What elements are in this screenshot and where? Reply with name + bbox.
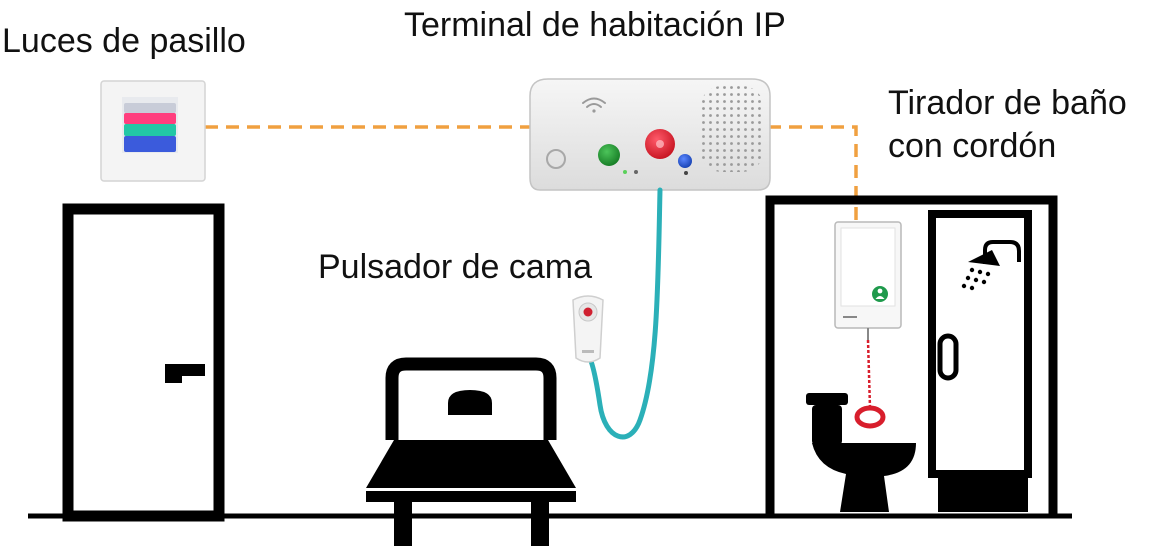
hallway-lights-label: Luces de pasillo xyxy=(2,22,246,60)
hallway-light-device xyxy=(100,80,206,182)
wifi-icon xyxy=(582,97,606,113)
toilet xyxy=(806,393,916,512)
cancel-button xyxy=(598,144,620,166)
door-handle xyxy=(165,364,205,383)
pull-cord-label: Tirador de baño con cordón xyxy=(888,82,1127,167)
person-icon xyxy=(872,286,888,302)
speaker-grille xyxy=(700,86,764,172)
bed-leg-right xyxy=(531,502,549,546)
shower-icon xyxy=(961,240,1021,291)
bathroom-wall xyxy=(765,195,1058,516)
bed-button-device xyxy=(572,295,604,363)
pull-cord-device xyxy=(834,221,902,429)
shower-door-handle xyxy=(937,333,959,381)
assist-button xyxy=(678,154,692,168)
logo-mark xyxy=(546,149,566,169)
bed-button-cable xyxy=(585,187,663,440)
door-frame xyxy=(62,203,225,522)
room-terminal-label: Terminal de habitación IP xyxy=(404,6,786,44)
connection-lines xyxy=(205,125,858,222)
bed-button-label: Pulsador de cama xyxy=(318,248,593,286)
bed-leg-left xyxy=(394,502,412,546)
pull-cord-label-line2: con cordón xyxy=(888,126,1057,165)
door xyxy=(62,203,225,522)
bed-pillow xyxy=(448,390,492,415)
bed xyxy=(366,357,576,546)
bathroom xyxy=(765,195,1058,516)
shower-door xyxy=(928,210,1032,478)
pullcord-connection-line xyxy=(768,125,858,222)
room-terminal-device xyxy=(529,78,771,191)
bed-mattress xyxy=(366,440,576,488)
pull-cord-label-line1: Tirador de baño xyxy=(888,84,1127,122)
